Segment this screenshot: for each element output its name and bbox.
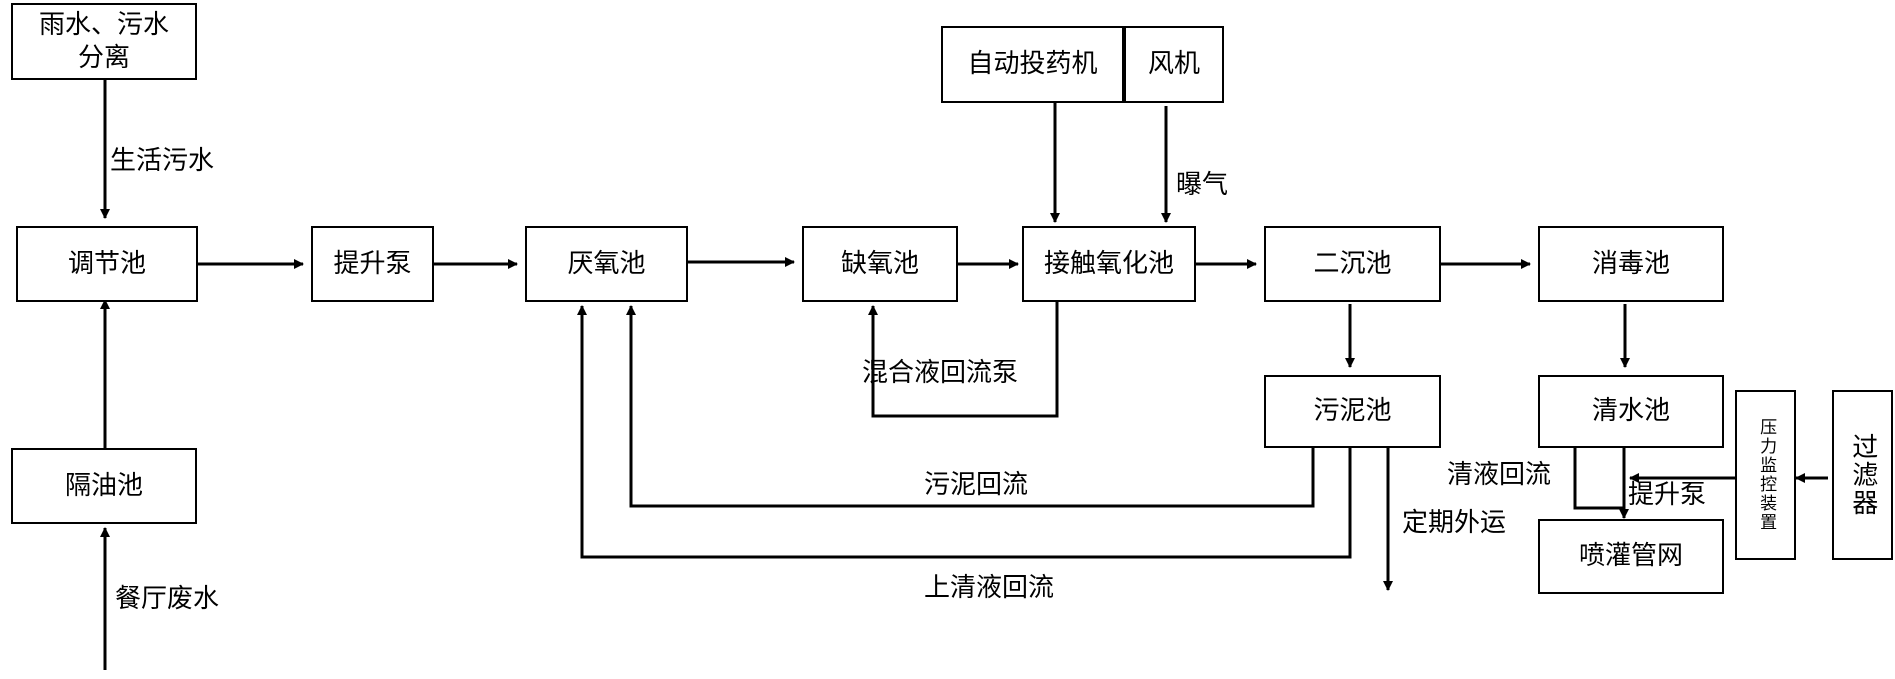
node-sludge-tank: 污泥池 — [1264, 375, 1441, 448]
node-filter: 过滤器 — [1832, 390, 1893, 560]
node-anoxic-tank: 缺氧池 — [802, 226, 958, 302]
node-pressure-monitor: 压力监控装置 — [1735, 390, 1796, 560]
node-clear-water-tank: 清水池 — [1538, 375, 1724, 448]
node-blower: 风机 — [1124, 26, 1224, 103]
node-contact-oxidation-tank: 接触氧化池 — [1022, 226, 1196, 302]
node-secondary-settling-tank: 二沉池 — [1264, 226, 1441, 302]
arrow-mixed-liquor-return — [868, 300, 1059, 418]
label-clear-liquid-return: 清液回流 — [1447, 460, 1552, 490]
node-lift-pump: 提升泵 — [311, 226, 434, 302]
node-regulating-tank: 调节池 — [16, 226, 198, 302]
node-disinfection-tank: 消毒池 — [1538, 226, 1724, 302]
node-auto-dosing-machine: 自动投药机 — [941, 26, 1124, 103]
arrow-supernatant-return — [577, 305, 1352, 559]
label-sludge-return: 污泥回流 — [924, 470, 1029, 500]
arrow-sludge-return — [626, 305, 1315, 508]
label-domestic-sewage: 生活污水 — [110, 146, 215, 176]
node-rain-sewage-separation: 雨水、污水分离 — [11, 3, 197, 80]
node-oil-separation-tank: 隔油池 — [11, 448, 197, 524]
arrow-clear-liquid-return — [1570, 427, 1624, 510]
label-aeration: 曝气 — [1176, 170, 1229, 200]
label-supernatant-return: 上清液回流 — [924, 573, 1055, 603]
label-lift-pump-2: 提升泵 — [1628, 480, 1707, 510]
label-mixed-liquor-return: 混合液回流泵 — [862, 358, 1019, 388]
node-sprinkler-network: 喷灌管网 — [1538, 519, 1724, 594]
label-restaurant-wastewater: 餐厅废水 — [115, 584, 220, 614]
node-anaerobic-tank: 厌氧池 — [525, 226, 688, 302]
label-periodic-transport: 定期外运 — [1402, 508, 1507, 538]
